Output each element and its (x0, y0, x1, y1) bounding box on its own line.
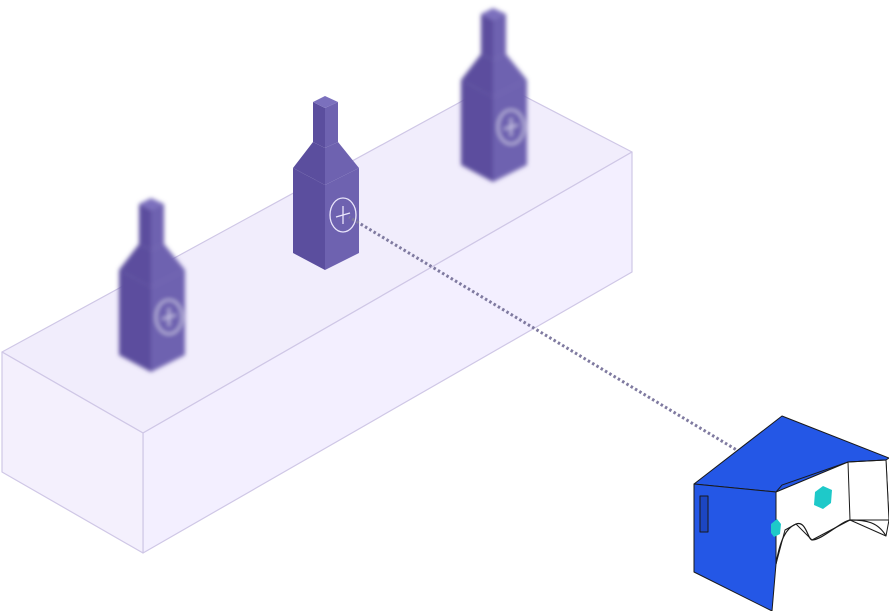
viewer-front-face (693, 483, 777, 611)
bottle-body-right-face (493, 80, 527, 182)
reticle-icon (497, 109, 525, 145)
bottle-group (119, 8, 527, 372)
bottle-neck-left-face (139, 204, 151, 250)
bottle-center (293, 96, 359, 270)
gaze-line (348, 215, 741, 454)
viewer-button-slot (699, 495, 709, 533)
reticle-icon (155, 299, 183, 335)
bottle-shoulder-right (151, 244, 185, 287)
bottle-body-left-face (119, 270, 151, 372)
viewer-lens-right-icon (814, 486, 832, 509)
reticle-icon (329, 197, 357, 233)
bottle-neck-left-face (481, 14, 493, 60)
viewer-rim-outline (775, 459, 887, 493)
bottle-cap-top (139, 198, 164, 210)
bottle-left (119, 198, 185, 372)
bottle-shoulder-right (325, 142, 359, 185)
bottle-shoulder-right (493, 54, 527, 97)
bottle-body-left-face (461, 80, 493, 182)
viewer-side-wall (847, 459, 889, 521)
shelf-left-face (1, 351, 144, 554)
reticle-crosshair-horizontal (335, 212, 351, 218)
bottle-cap-top (481, 8, 506, 20)
reticle-crosshair-horizontal (503, 124, 519, 130)
bottle-body-left-face (293, 168, 325, 270)
bottle-neck-left-face (313, 102, 325, 148)
bottle-cap-top (313, 96, 338, 108)
bottle-shoulder-left (293, 142, 325, 185)
bottle-right (461, 8, 527, 182)
viewer-nose-cutout (775, 519, 887, 565)
reticle-crosshair-horizontal (161, 314, 177, 320)
bottle-neck-right-face (493, 14, 506, 60)
bottle-shoulder-left (119, 244, 151, 287)
bottle-neck-right-face (151, 204, 164, 250)
bottle-body-right-face (151, 270, 185, 372)
vr-viewer (693, 415, 889, 611)
bottle-shoulder-left (461, 54, 493, 97)
bottle-body-right-face (325, 168, 359, 270)
viewer-lens-left-icon (771, 519, 781, 537)
bottle-neck-right-face (325, 102, 338, 148)
